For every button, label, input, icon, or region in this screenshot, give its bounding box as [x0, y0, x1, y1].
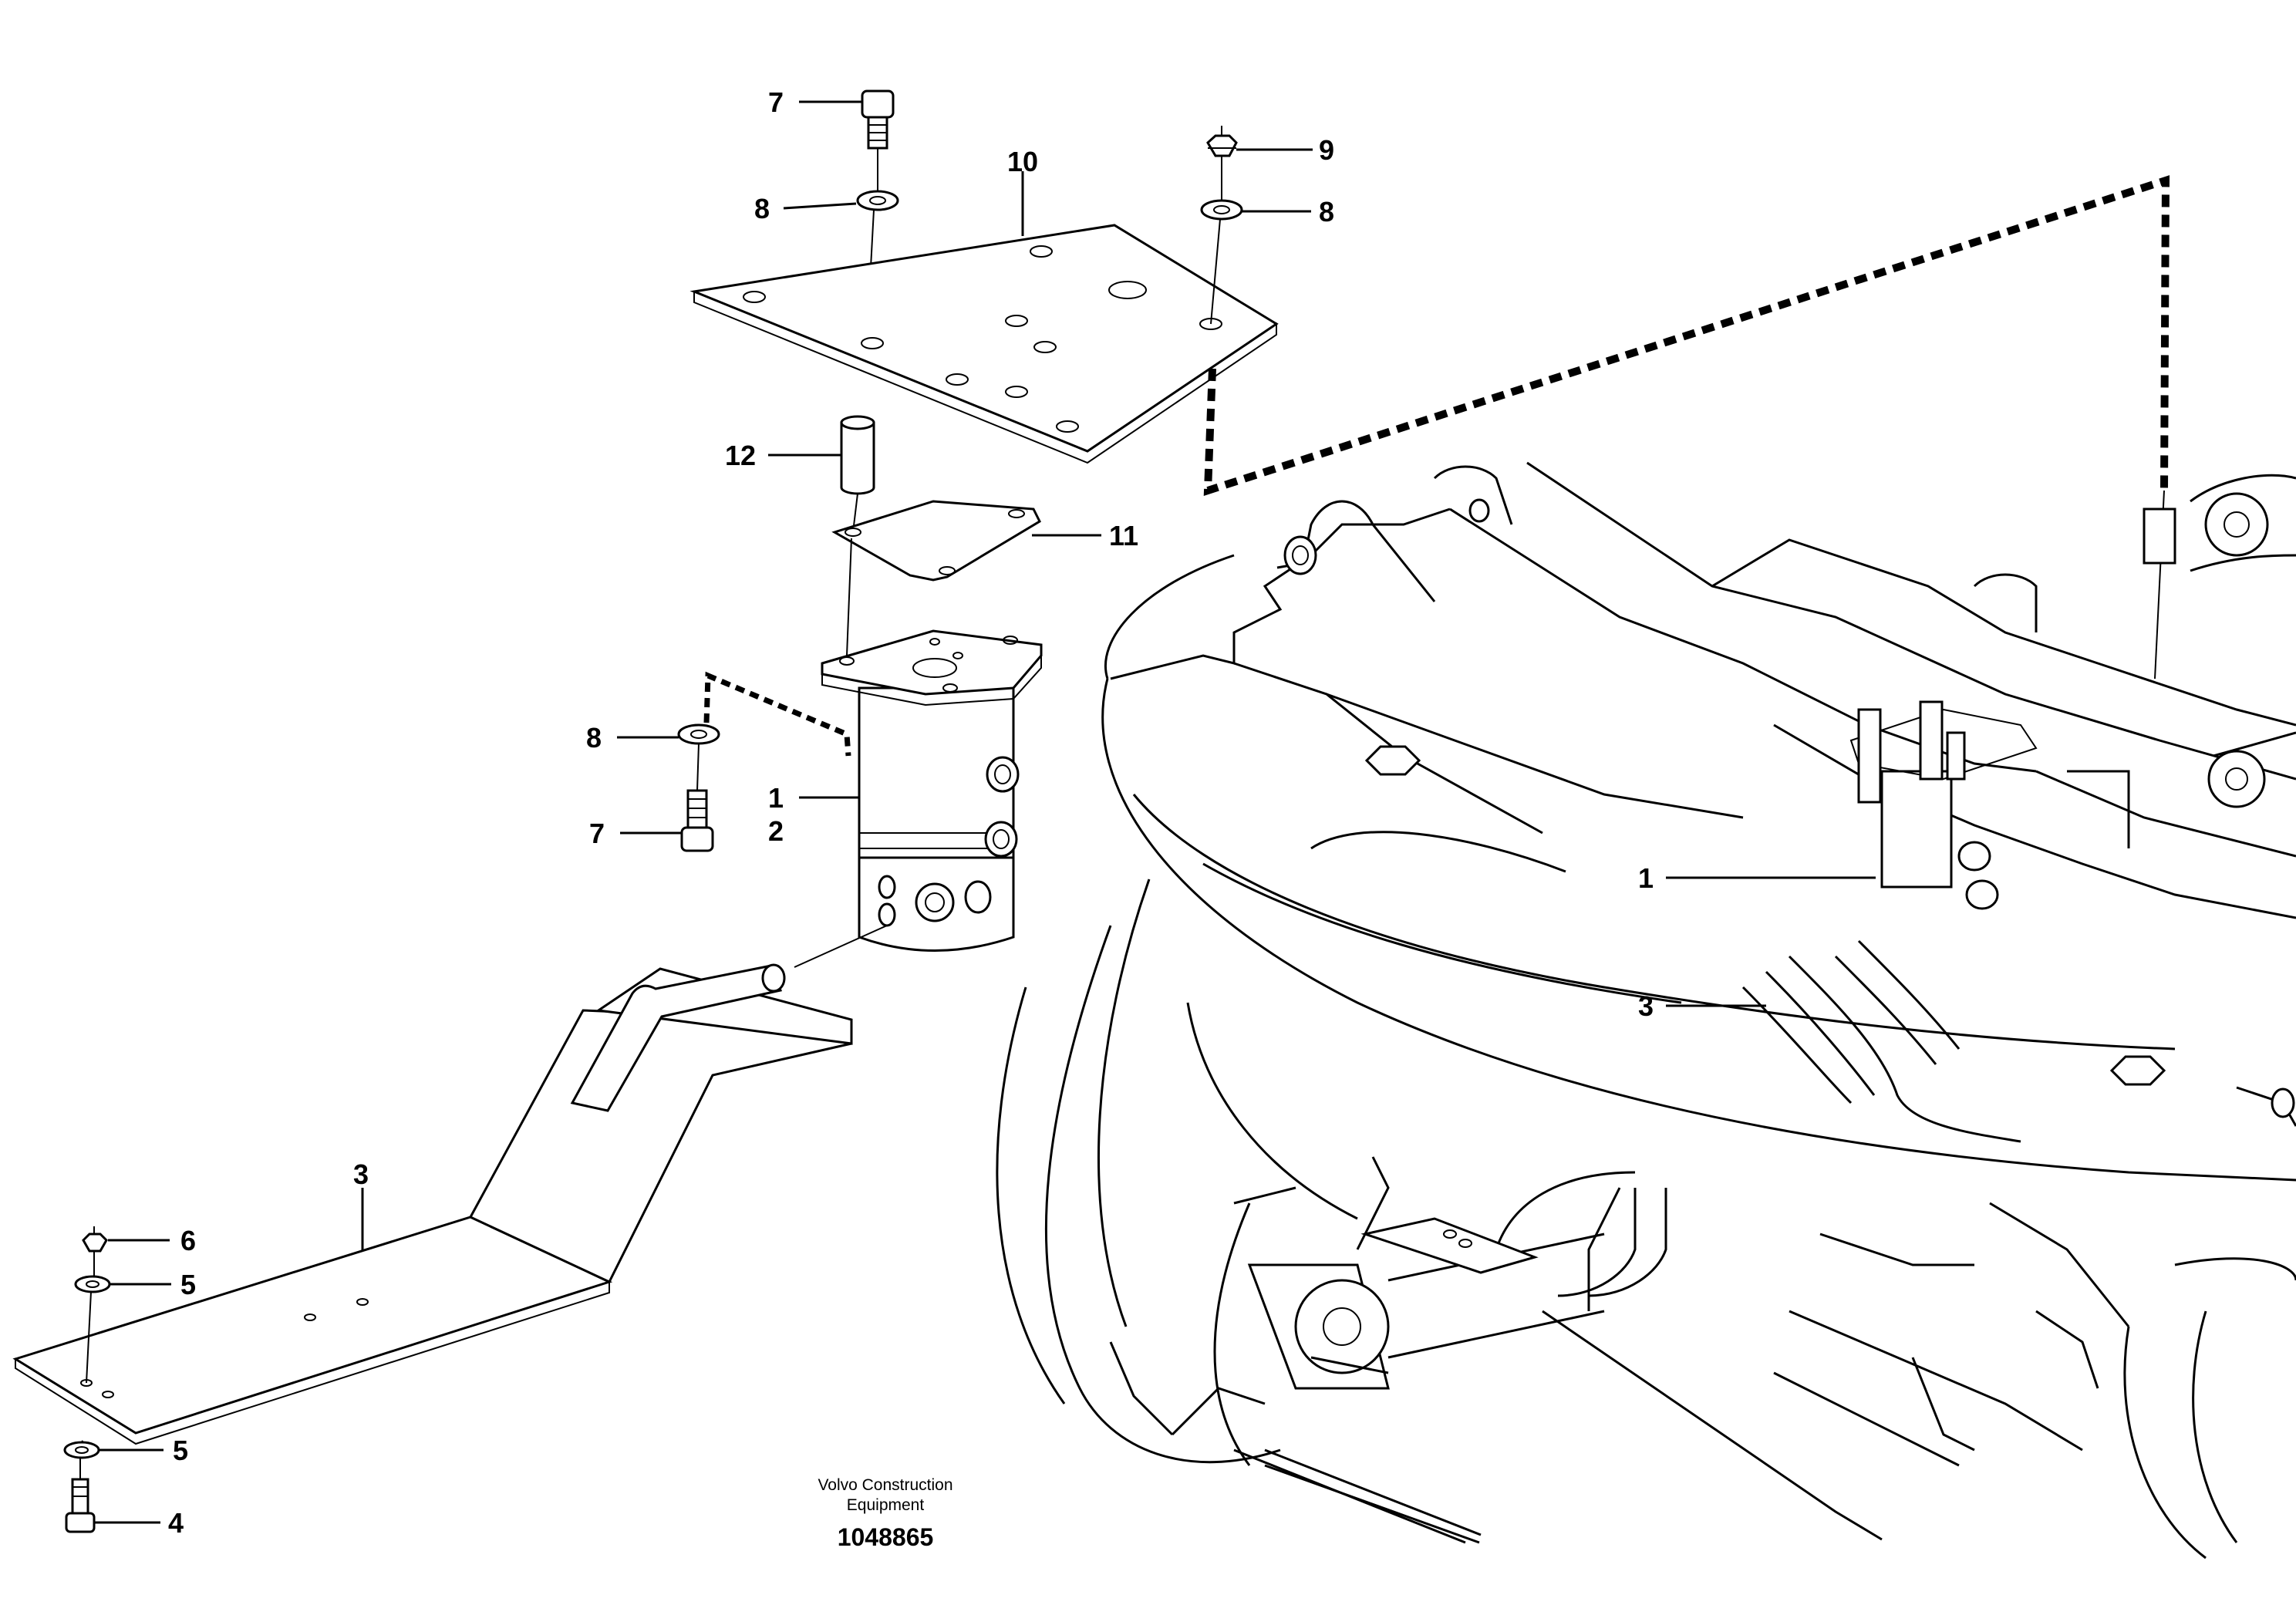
callout-1-right: 1	[1638, 862, 1654, 894]
callout-7-top: 7	[768, 86, 784, 118]
callout-4: 4	[168, 1507, 184, 1539]
gasket-plate	[831, 500, 1041, 582]
bolt-bracket	[65, 1478, 96, 1533]
washer-top-left	[856, 190, 899, 211]
nut-bracket	[82, 1226, 108, 1253]
callout-6: 6	[180, 1225, 196, 1256]
nut-top-right	[1206, 126, 1238, 157]
assembly-axis-line	[696, 743, 700, 791]
assembly-axis-line	[794, 925, 888, 968]
swivel-valve-body	[821, 629, 1043, 952]
callout-12: 12	[725, 440, 756, 471]
callout-1-left: 1	[768, 782, 784, 814]
callout-11: 11	[1109, 520, 1138, 551]
callout-3-left: 3	[353, 1158, 369, 1190]
washer-mid	[677, 723, 720, 745]
bolt-top	[861, 89, 895, 150]
callout-7-mid: 7	[589, 818, 605, 849]
manufacturer-caption-line1: Volvo Construction	[818, 1476, 952, 1494]
callout-leaders	[94, 100, 1876, 1524]
callout-10: 10	[1007, 146, 1038, 177]
callout-5-upper: 5	[180, 1269, 196, 1300]
bolt-mid	[680, 789, 714, 852]
assembly-axis-line	[1210, 218, 1221, 325]
callout-8-top-right: 8	[1319, 196, 1334, 228]
assembly-axis-line	[86, 1291, 92, 1384]
assembly-axis-line	[846, 538, 852, 656]
illustration-number: 1048865	[838, 1523, 934, 1551]
washer-bracket-upper	[74, 1275, 111, 1293]
callout-5-lower: 5	[173, 1435, 188, 1466]
callout-3-right: 3	[1638, 990, 1654, 1022]
dashed-leader	[703, 671, 851, 757]
dashed-leader	[1203, 175, 2170, 496]
support-bracket	[12, 963, 853, 1445]
machine-frame-illustration	[996, 461, 2296, 1560]
callout-2-left: 2	[768, 815, 784, 847]
spacer-sleeve	[840, 415, 875, 495]
washer-top-right	[1200, 199, 1243, 221]
callout-9: 9	[1319, 134, 1334, 166]
washer-bracket-lower	[63, 1441, 100, 1459]
callout-8-mid: 8	[586, 722, 602, 754]
mounting-plate	[689, 224, 1279, 464]
manufacturer-caption-line2: Equipment	[847, 1496, 925, 1514]
callout-8-top-left: 8	[754, 193, 770, 224]
